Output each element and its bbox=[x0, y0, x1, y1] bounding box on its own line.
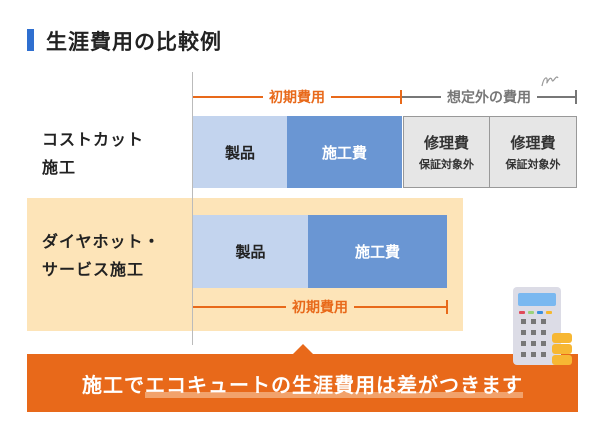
callout-pointer bbox=[292, 344, 314, 355]
title-accent-bar bbox=[27, 29, 34, 51]
axis-line bbox=[192, 72, 193, 345]
bracket-tick bbox=[575, 90, 577, 104]
calculator-coins-icon bbox=[513, 287, 572, 365]
unexpected-cost-label: 想定外の費用 bbox=[441, 87, 537, 107]
initial-cost-label: 初期費用 bbox=[263, 87, 331, 107]
bracket-tick bbox=[400, 90, 402, 104]
bar-repair: 修理費保証対象外 bbox=[489, 116, 577, 188]
bar-product: 製品 bbox=[193, 116, 287, 188]
row-label-diahot: ダイヤホット・サービス施工 bbox=[42, 232, 161, 279]
bar-repair: 修理費保証対象外 bbox=[403, 116, 490, 188]
bracket-tick bbox=[446, 300, 448, 314]
row-label-costcut: コストカット施工 bbox=[42, 130, 145, 177]
page-title: 生涯費用の比較例 bbox=[46, 30, 222, 54]
bar-install: 施工費 bbox=[308, 215, 447, 288]
squiggle-icon bbox=[541, 76, 559, 87]
bar-product: 製品 bbox=[193, 215, 308, 288]
bar-install: 施工費 bbox=[287, 116, 402, 188]
callout-text: 施工でエコキュートの生涯費用は差がつきます bbox=[27, 354, 578, 412]
initial-cost-label: 初期費用 bbox=[286, 297, 354, 317]
